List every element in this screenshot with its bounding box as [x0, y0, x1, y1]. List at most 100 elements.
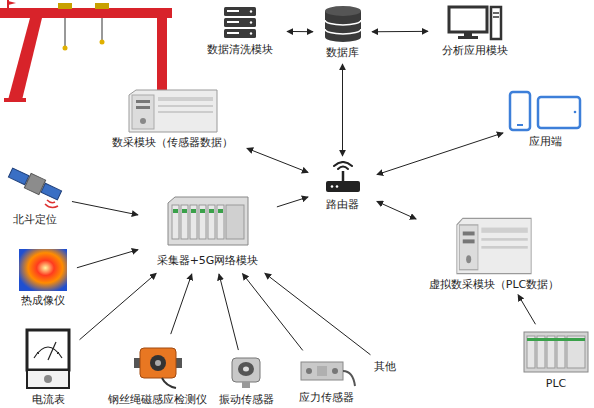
graphic-part — [182, 209, 187, 213]
thermal-image-icon — [19, 249, 67, 291]
industrial-pc-icon — [456, 217, 532, 275]
graphic-part — [19, 249, 67, 291]
graphic-part — [168, 197, 248, 245]
graphic-part — [517, 124, 523, 126]
graphic-part — [155, 360, 161, 366]
graphic-part — [132, 95, 154, 129]
rope-detector-icon — [132, 338, 184, 390]
graphic-part — [227, 21, 239, 23]
graphic-part — [27, 370, 69, 388]
graphic-part — [136, 106, 150, 109]
graphic-part — [343, 371, 355, 386]
graphic-part — [224, 7, 256, 16]
device-node: 分析应用模块 — [430, 2, 520, 60]
graphic-part — [190, 205, 197, 239]
device-node: 采集器+5G网络模块 — [140, 186, 275, 272]
node-label: 数据库 — [326, 46, 359, 59]
graphic-part — [63, 46, 68, 51]
device-node: PLC — [520, 326, 592, 392]
server-icon — [222, 6, 258, 40]
node-label: 路由器 — [326, 198, 359, 211]
graphic-part — [158, 111, 213, 113]
graphic-part — [317, 366, 327, 376]
device-node: 电流表 — [18, 326, 78, 408]
graphic-part — [48, 342, 56, 360]
vibration-sensor-icon — [226, 354, 266, 390]
node-label: PLC — [546, 377, 566, 390]
graphic-part — [7, 165, 63, 202]
graphic-part — [27, 330, 69, 370]
ammeter-icon — [25, 328, 71, 390]
graphic-part — [95, 3, 109, 9]
graphic-part — [335, 185, 338, 188]
graphic-part — [45, 204, 58, 208]
graphic-part — [157, 18, 167, 100]
graphic-part — [224, 29, 256, 38]
node-label: 应力传感器 — [299, 391, 354, 404]
graphic-part — [181, 205, 188, 239]
graphic-part — [224, 18, 256, 27]
connector-arrow — [265, 273, 371, 355]
graphic-part — [172, 205, 179, 239]
graphic-part — [493, 16, 499, 18]
connector-arrow — [247, 148, 308, 172]
graphic-part — [250, 10, 252, 12]
connector-arrow — [518, 295, 535, 325]
connector-arrow — [171, 274, 192, 334]
graphic-part — [44, 375, 52, 383]
device-node: 钢丝绳磁感应检测仪 — [95, 336, 220, 408]
device-node: 数据清洗模块 — [195, 2, 285, 60]
graphic-part — [527, 338, 585, 341]
graphic-part — [158, 105, 213, 107]
graphic-part — [334, 162, 352, 166]
graphic-part — [217, 205, 224, 239]
router-icon — [323, 161, 363, 195]
connector-arrow — [377, 133, 503, 175]
graphic-part — [481, 238, 527, 241]
device-node: 热成像仪 — [10, 246, 75, 310]
device-node: 虚拟数采模块（PLC数据） — [418, 215, 570, 293]
connector-arrow — [287, 31, 313, 32]
graphic-part — [458, 36, 478, 39]
graphic-part — [243, 367, 249, 372]
graphic-part — [325, 20, 361, 25]
connector-arrow — [372, 31, 428, 32]
graphic-part — [463, 239, 475, 243]
device-node: 北斗定位 — [0, 158, 70, 230]
connector-arrow — [277, 197, 308, 207]
graphic-part — [208, 205, 215, 239]
graphic-part — [574, 111, 577, 114]
graphic-part — [226, 205, 244, 239]
graphic-part — [238, 362, 254, 376]
graphic-part — [227, 10, 239, 12]
satellite-icon — [7, 162, 63, 210]
graphic-part — [100, 40, 105, 45]
graphic-part — [34, 347, 62, 358]
node-label: 热成像仪 — [21, 294, 65, 307]
mobile-devices-icon — [508, 90, 582, 132]
graphic-part — [0, 8, 172, 18]
graphic-part — [326, 181, 360, 192]
node-label: 钢丝绳磁感应检测仪 — [108, 393, 207, 406]
connector-arrow — [80, 273, 157, 339]
graphic-part — [129, 90, 217, 132]
graphic-part — [306, 368, 312, 374]
graphic-part — [493, 12, 499, 14]
graphic-part — [57, 352, 59, 354]
graphic-part — [481, 228, 527, 233]
collector-icon — [167, 191, 249, 251]
device-node: 其他 — [370, 356, 400, 376]
graphic-part — [140, 118, 146, 124]
graphic-part — [150, 355, 166, 371]
graphic-part — [524, 332, 588, 372]
graphic-part — [65, 18, 66, 46]
graphic-part — [8, 18, 42, 100]
computer-icon — [447, 5, 503, 41]
graphic-part — [510, 92, 530, 130]
plc-icon — [523, 328, 589, 374]
graphic-part — [250, 32, 252, 34]
node-label: 电流表 — [32, 393, 65, 406]
graphic-part — [325, 29, 361, 34]
graphic-part — [332, 368, 338, 374]
